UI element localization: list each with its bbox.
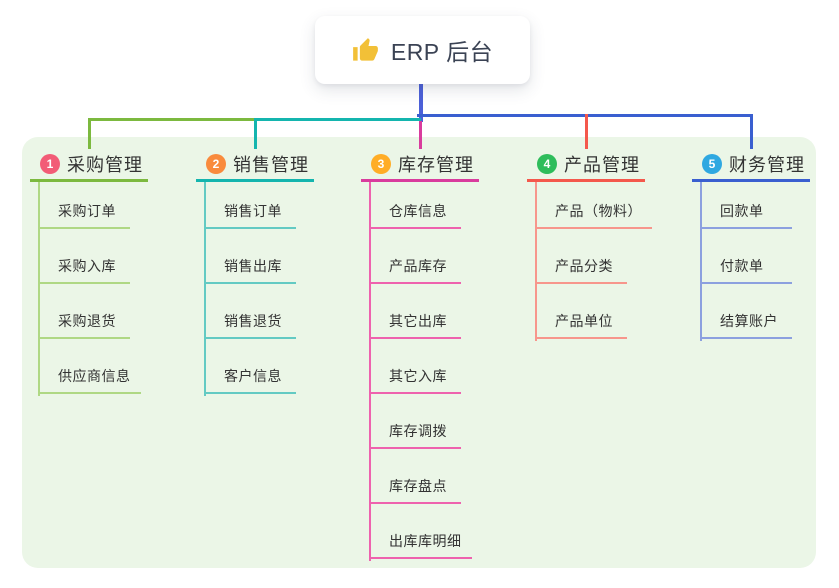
branch-drop-line	[585, 114, 588, 149]
branch-item-label: 产品分类	[555, 258, 613, 274]
branch-item[interactable]: 产品库存	[369, 256, 461, 284]
branch-item-label: 销售订单	[224, 203, 282, 219]
branch-item-label: 客户信息	[224, 368, 282, 384]
branch-title: 财务管理	[729, 155, 805, 175]
root-node[interactable]: ERP 后台	[315, 16, 530, 84]
branch-item[interactable]: 销售订单	[204, 201, 296, 229]
branch-drop-line	[419, 121, 422, 149]
branch-header[interactable]: 2 销售管理	[196, 149, 314, 182]
branch-item-label: 产品单位	[555, 313, 613, 329]
branch-number-badge: 5	[702, 154, 722, 174]
branch-item-label: 仓库信息	[389, 203, 447, 219]
branch-item[interactable]: 回款单	[700, 201, 792, 229]
branch-item[interactable]: 其它出库	[369, 311, 461, 339]
branch-item[interactable]: 采购订单	[38, 201, 130, 229]
branch-item[interactable]: 库存盘点	[369, 476, 461, 504]
branch-title: 产品管理	[564, 155, 640, 175]
branch-header[interactable]: 3 库存管理	[361, 149, 479, 182]
branch-item[interactable]: 其它入库	[369, 366, 461, 394]
branch-item-label: 采购入库	[58, 258, 116, 274]
branch-item[interactable]: 客户信息	[204, 366, 296, 394]
branch-title: 采购管理	[67, 155, 143, 175]
branch-item[interactable]: 产品（物料）	[535, 201, 652, 229]
branch-title: 库存管理	[398, 155, 474, 175]
branch-item-label: 库存调拨	[389, 423, 447, 439]
branch-header[interactable]: 5 财务管理	[692, 149, 810, 182]
branch-title: 销售管理	[233, 155, 309, 175]
branch-item-label: 销售退货	[224, 313, 282, 329]
branch-spine-line	[204, 182, 206, 396]
branch-item-label: 出库库明细	[389, 533, 462, 549]
branch-item[interactable]: 产品分类	[535, 256, 627, 284]
branch-item[interactable]: 采购入库	[38, 256, 130, 284]
branch-number-badge: 2	[206, 154, 226, 174]
branch-item-label: 回款单	[720, 203, 764, 219]
branch-header[interactable]: 1 采购管理	[30, 149, 148, 182]
branch-item-label: 库存盘点	[389, 478, 447, 494]
branch-item-label: 供应商信息	[58, 368, 131, 384]
branch-item[interactable]: 付款单	[700, 256, 792, 284]
branch-item[interactable]: 供应商信息	[38, 366, 141, 394]
branches-panel	[22, 137, 816, 568]
root-title: ERP 后台	[390, 39, 494, 65]
branch-item[interactable]: 结算账户	[700, 311, 792, 339]
branch-drop-line	[88, 118, 91, 149]
root-connector-line	[419, 84, 423, 122]
branch-item[interactable]: 仓库信息	[369, 201, 461, 229]
branch-item-label: 产品（物料）	[555, 203, 642, 219]
branch-spine-line	[535, 182, 537, 341]
branch-header[interactable]: 4 产品管理	[527, 149, 645, 182]
branch-item-label: 产品库存	[389, 258, 447, 274]
branch-item[interactable]: 库存调拨	[369, 421, 461, 449]
branch-item[interactable]: 销售退货	[204, 311, 296, 339]
branch-spine-line	[38, 182, 40, 396]
branch-item-label: 其它入库	[389, 368, 447, 384]
branch-spine-line	[369, 182, 371, 561]
branch-number-badge: 3	[371, 154, 391, 174]
branch-spine-line	[700, 182, 702, 341]
branch-item-label: 其它出库	[389, 313, 447, 329]
connector-segment	[88, 118, 256, 121]
branch-number-badge: 4	[537, 154, 557, 174]
branch-item-label: 采购订单	[58, 203, 116, 219]
branch-item[interactable]: 采购退货	[38, 311, 130, 339]
connector-segment	[254, 118, 421, 121]
branch-item[interactable]: 产品单位	[535, 311, 627, 339]
branch-item-label: 付款单	[720, 258, 764, 274]
branch-drop-line	[254, 118, 257, 149]
branch-item[interactable]: 出库库明细	[369, 531, 472, 559]
branch-number-badge: 1	[40, 154, 60, 174]
branch-drop-line	[750, 114, 753, 149]
branch-item-label: 采购退货	[58, 313, 116, 329]
branch-item-label: 结算账户	[720, 313, 778, 329]
branch-item-label: 销售出库	[224, 258, 282, 274]
thumbs-up-icon	[352, 37, 379, 64]
branch-item[interactable]: 销售出库	[204, 256, 296, 284]
